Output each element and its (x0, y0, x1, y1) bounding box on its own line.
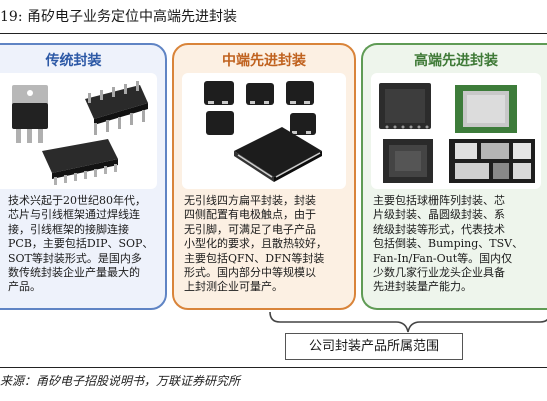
panel-high-end-description: 主要包括球栅阵列封装、芯 片级封装、晶圆级封装、系 统级封装等形式，代表技术 包… (373, 194, 524, 294)
high-end-chips-illustration (379, 83, 535, 183)
panel-high-end: 高端先进封装 (361, 43, 547, 310)
figure-source: 来源：甬矽电子招股说明书，万联证券研究所 (0, 374, 241, 388)
high-end-chips-image (371, 73, 541, 189)
bga-chip-icon (379, 83, 431, 129)
bottom-rule (0, 367, 547, 368)
panel-mid-end-title: 中端先进封装 (222, 53, 306, 69)
panel-high-end-title: 高端先进封装 (414, 53, 498, 69)
wafer-level-chip-icon (449, 139, 535, 183)
sop-chip-icon (42, 139, 118, 185)
sip-module-icon (383, 139, 433, 183)
scope-brace-icon (269, 311, 547, 333)
panel-mid-end: 中端先进封装 (172, 43, 356, 310)
dip-chip-icon (85, 81, 148, 135)
cpu-chip-icon (455, 85, 517, 133)
qfn-chip-icon (234, 127, 322, 182)
top-rule (0, 33, 547, 34)
panel-traditional-title: 传统封装 (45, 53, 102, 69)
traditional-chips-image (0, 73, 157, 189)
mid-end-chips-image (182, 73, 346, 189)
panel-mid-end-description: 无引线四方扁平封装，封装 四侧配置有电极触点，由于 无引脚，可满足了电子产品 小… (184, 194, 327, 294)
scope-label: 公司封装产品所属范围 (285, 333, 463, 360)
dfn-chip-icon (204, 81, 316, 135)
sot-chip-icon (12, 85, 48, 143)
panel-traditional-description: 技术兴起于20世纪80年代， 芯片与引线框架通过焊线连 接，引线框架的接脚连接 … (8, 194, 154, 294)
panel-traditional: 传统封装 (0, 43, 167, 310)
traditional-chips-illustration (12, 81, 148, 185)
figure-title: 19: 甬矽电子业务定位中高端先进封装 (0, 9, 237, 25)
mid-end-chips-illustration (204, 81, 322, 182)
